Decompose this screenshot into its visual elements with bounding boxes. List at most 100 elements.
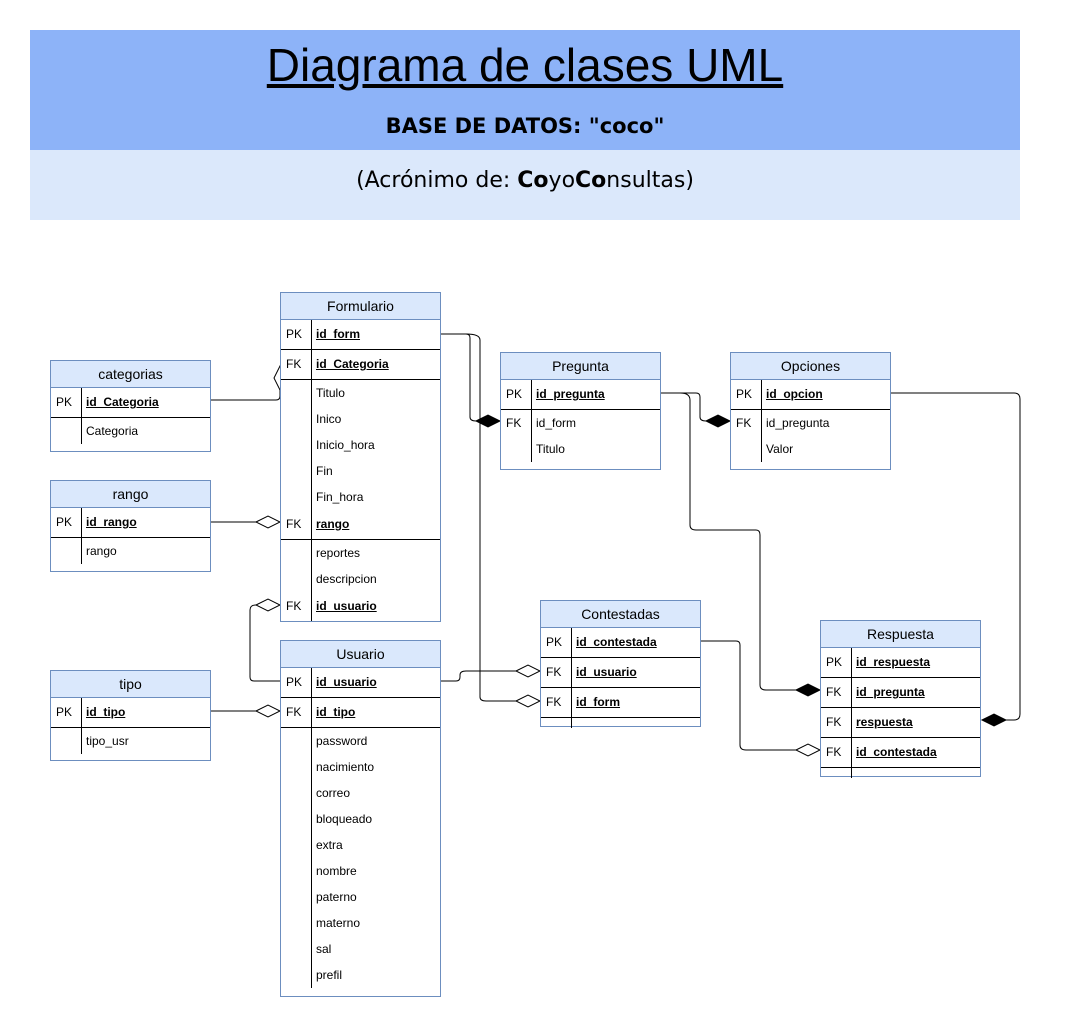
row-field-name: id_Categoria [86, 395, 159, 409]
table-row: Fin [281, 458, 440, 484]
table-row: password [281, 728, 440, 754]
composition-diamond-respuesta-opcion [980, 713, 1008, 727]
table-pregunta-title: Pregunta [501, 353, 660, 380]
table-row: PK id_opcion [731, 380, 890, 410]
row-field-name: id_contestada [856, 745, 937, 759]
row-field-name: respuesta [856, 715, 913, 729]
row-field-name: id_respuesta [856, 655, 931, 669]
table-formulario-title: Formulario [281, 293, 440, 320]
row-field-name: id_tipo [316, 705, 356, 719]
connector-pregunta-respuesta [679, 392, 796, 691]
aggregation-diamond-tipo [254, 704, 282, 718]
row-field-name: Titulo [536, 442, 565, 456]
table-row: PK id_respuesta [821, 648, 980, 678]
row-field-name: rango [86, 544, 117, 558]
header-acronym-band: (Acrónimo de: CoyoConsultas) [30, 150, 1020, 220]
row-field-name: id_form [576, 695, 621, 709]
row-field-name: id_opcion [766, 387, 823, 401]
connector-categorias-formulario [210, 378, 281, 401]
table-row: Inico [281, 406, 440, 432]
composition-diamond-respuesta-pregunta [794, 683, 822, 697]
connector-contestadas-respuesta [700, 640, 796, 751]
row-key-type: PK [286, 675, 303, 689]
row-key-type: PK [736, 387, 753, 401]
table-row: extra [281, 832, 440, 858]
row-field-name: prefil [316, 968, 343, 982]
row-key-type: FK [506, 416, 522, 430]
row-field-name: nacimiento [316, 760, 375, 774]
row-key-type: PK [56, 515, 73, 529]
table-row: FK id_form [541, 688, 700, 718]
table-usuario-title: Usuario [281, 641, 440, 668]
acronym-bold-2: Co [575, 168, 607, 193]
table-row: rango [51, 538, 210, 564]
row-key-type: PK [826, 655, 843, 669]
table-row: prefil [281, 962, 440, 988]
table-row: Fin_hora [281, 484, 440, 510]
table-row: tipo_usr [51, 728, 210, 754]
row-field-name: Titulo [316, 386, 345, 400]
row-field-name: Fin_hora [316, 490, 364, 504]
table-row: FK id_usuario [541, 658, 700, 688]
table-opciones-title: Opciones [731, 353, 890, 380]
row-key-type: FK [546, 665, 562, 679]
row-field-name: extra [316, 838, 343, 852]
acronym-bold-1: Co [517, 168, 549, 193]
row-key-type: PK [56, 705, 73, 719]
table-row: Titulo [501, 436, 660, 462]
row-field-name: rango [316, 517, 350, 531]
row-field-name: id_usuario [316, 599, 377, 613]
table-contestadas-title: Contestadas [541, 601, 700, 628]
table-tipo-title: tipo [51, 671, 210, 698]
row-field-name: id_usuario [576, 665, 637, 679]
header-banner: Diagrama de clases UML BASE DE DATOS: "c… [30, 30, 1020, 150]
row-key-type: FK [286, 599, 302, 613]
connector-formulario-contestadas [465, 333, 516, 702]
table-row: Inicio_hora [281, 432, 440, 458]
row-field-name: paterno [316, 890, 357, 904]
table-row: FK id_usuario [281, 592, 440, 621]
row-field-name: descripcion [316, 572, 377, 586]
table-row: Titulo [281, 380, 440, 406]
row-key-type: FK [546, 695, 562, 709]
row-key-type: PK [56, 395, 73, 409]
table-row: correo [281, 780, 440, 806]
row-field-name: Valor [766, 442, 794, 456]
row-field-name: id_Categoria [316, 357, 389, 371]
table-row: reportes [281, 540, 440, 566]
row-field-name: materno [316, 916, 361, 930]
connector-usuario-contestadas [440, 670, 516, 682]
acronym-rest: nsultas) [606, 168, 694, 193]
aggregation-diamond-usuario-formulario [254, 598, 282, 612]
page-subtitle: BASE DE DATOS: "coco" [385, 114, 665, 138]
table-tipo: tipo PK id_tipo tipo_usr [50, 670, 211, 761]
row-field-name: id_form [316, 327, 361, 341]
row-key-type: PK [506, 387, 523, 401]
row-field-name: Fin [316, 464, 333, 478]
aggregation-diamond-rango [254, 515, 282, 529]
row-key-type: FK [826, 745, 842, 759]
row-field-name: id_tipo [86, 705, 126, 719]
connector-formulario-pregunta [440, 333, 477, 422]
connector-opciones-respuesta [890, 392, 1021, 721]
table-row: Valor [731, 436, 890, 462]
table-categorias-title: categorias [51, 361, 210, 388]
row-field-name: id_pregunta [766, 416, 830, 430]
composition-diamond-opciones [704, 414, 732, 428]
row-field-name: sal [316, 942, 332, 956]
table-row: sal [281, 936, 440, 962]
row-field-name: bloqueado [316, 812, 373, 826]
table-respuesta-title: Respuesta [821, 621, 980, 648]
row-field-name: id_pregunta [536, 387, 605, 401]
